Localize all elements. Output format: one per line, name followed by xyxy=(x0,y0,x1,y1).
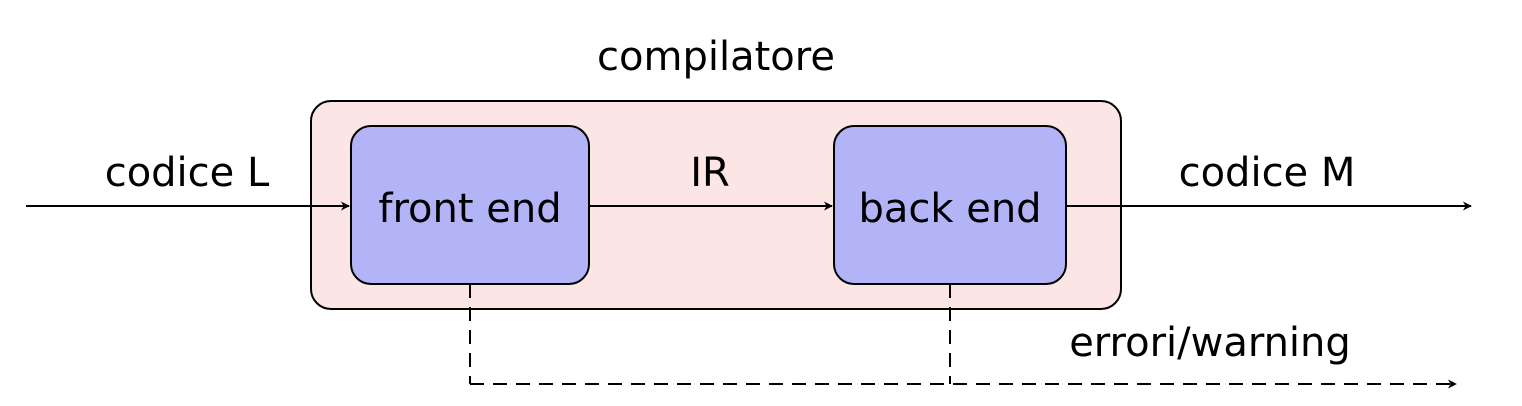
front-end-label: front end xyxy=(378,186,561,232)
input-label: codice L xyxy=(105,150,270,196)
ir-label: IR xyxy=(690,150,730,196)
back-end-label: back end xyxy=(858,186,1041,232)
output-label: codice M xyxy=(1179,150,1356,196)
compiler-label: compilatore xyxy=(597,34,835,80)
diagnostics-label: errori/warning xyxy=(1069,320,1351,366)
